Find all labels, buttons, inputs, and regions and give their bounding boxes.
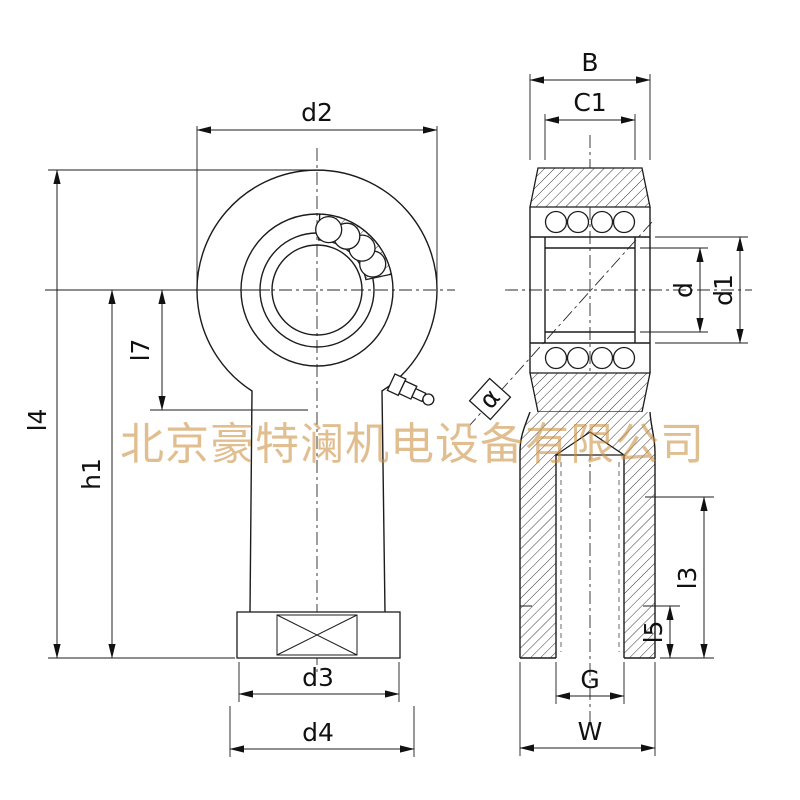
outer-ring-section-bottom [529, 372, 651, 413]
shank-section-hatch [520, 455, 556, 658]
surface-mark-box [276, 614, 358, 656]
dim-label-d3: d3 [302, 663, 334, 692]
front-view-dimensions: d2 l4 h1 l7 d3 d4 [23, 98, 438, 757]
bearing-ball [612, 210, 636, 234]
grease-fitting [386, 373, 435, 406]
drill-cone [553, 431, 627, 456]
base-block [236, 611, 401, 659]
bore-circle [271, 244, 363, 336]
dim-label-G: G [580, 665, 599, 694]
side-view: α [468, 135, 752, 722]
dim-label-d1: d1 [709, 274, 738, 306]
dim-label-l3: l3 [673, 567, 702, 590]
shank-outline-left [519, 411, 531, 658]
bearing-ball [566, 346, 590, 370]
surface-mark-diagonal [276, 614, 358, 656]
dim-label-l4: l4 [23, 409, 52, 432]
bearing-ball [590, 210, 614, 234]
dim-label-l5: l5 [639, 621, 668, 644]
bearing-ball [544, 346, 568, 370]
shank-outline-right [649, 411, 656, 658]
dim-label-alpha: α [473, 383, 506, 415]
dim-label-l7: l7 [126, 339, 155, 362]
bearing-ball [566, 210, 590, 234]
outer-ring-section-top [529, 167, 651, 208]
dim-label-W: W [578, 717, 603, 746]
bearing-ball [590, 346, 614, 370]
side-view-dimensions: B C1 d d1 l3 l5 G W [519, 48, 748, 756]
misalignment-angle-tag: α [468, 377, 512, 421]
dim-label-d4: d4 [302, 718, 334, 747]
dim-label-C1: C1 [573, 88, 606, 117]
dim-label-d2: d2 [301, 98, 333, 127]
shank-section-hatch [624, 455, 655, 658]
bearing-ball [612, 346, 636, 370]
dim-label-d: d [669, 282, 698, 298]
head-and-shank-outline [196, 169, 438, 613]
bearing-ball [315, 215, 343, 244]
dim-label-B: B [581, 48, 598, 77]
bearing-ball [544, 210, 568, 234]
dim-label-h1: h1 [77, 458, 106, 490]
